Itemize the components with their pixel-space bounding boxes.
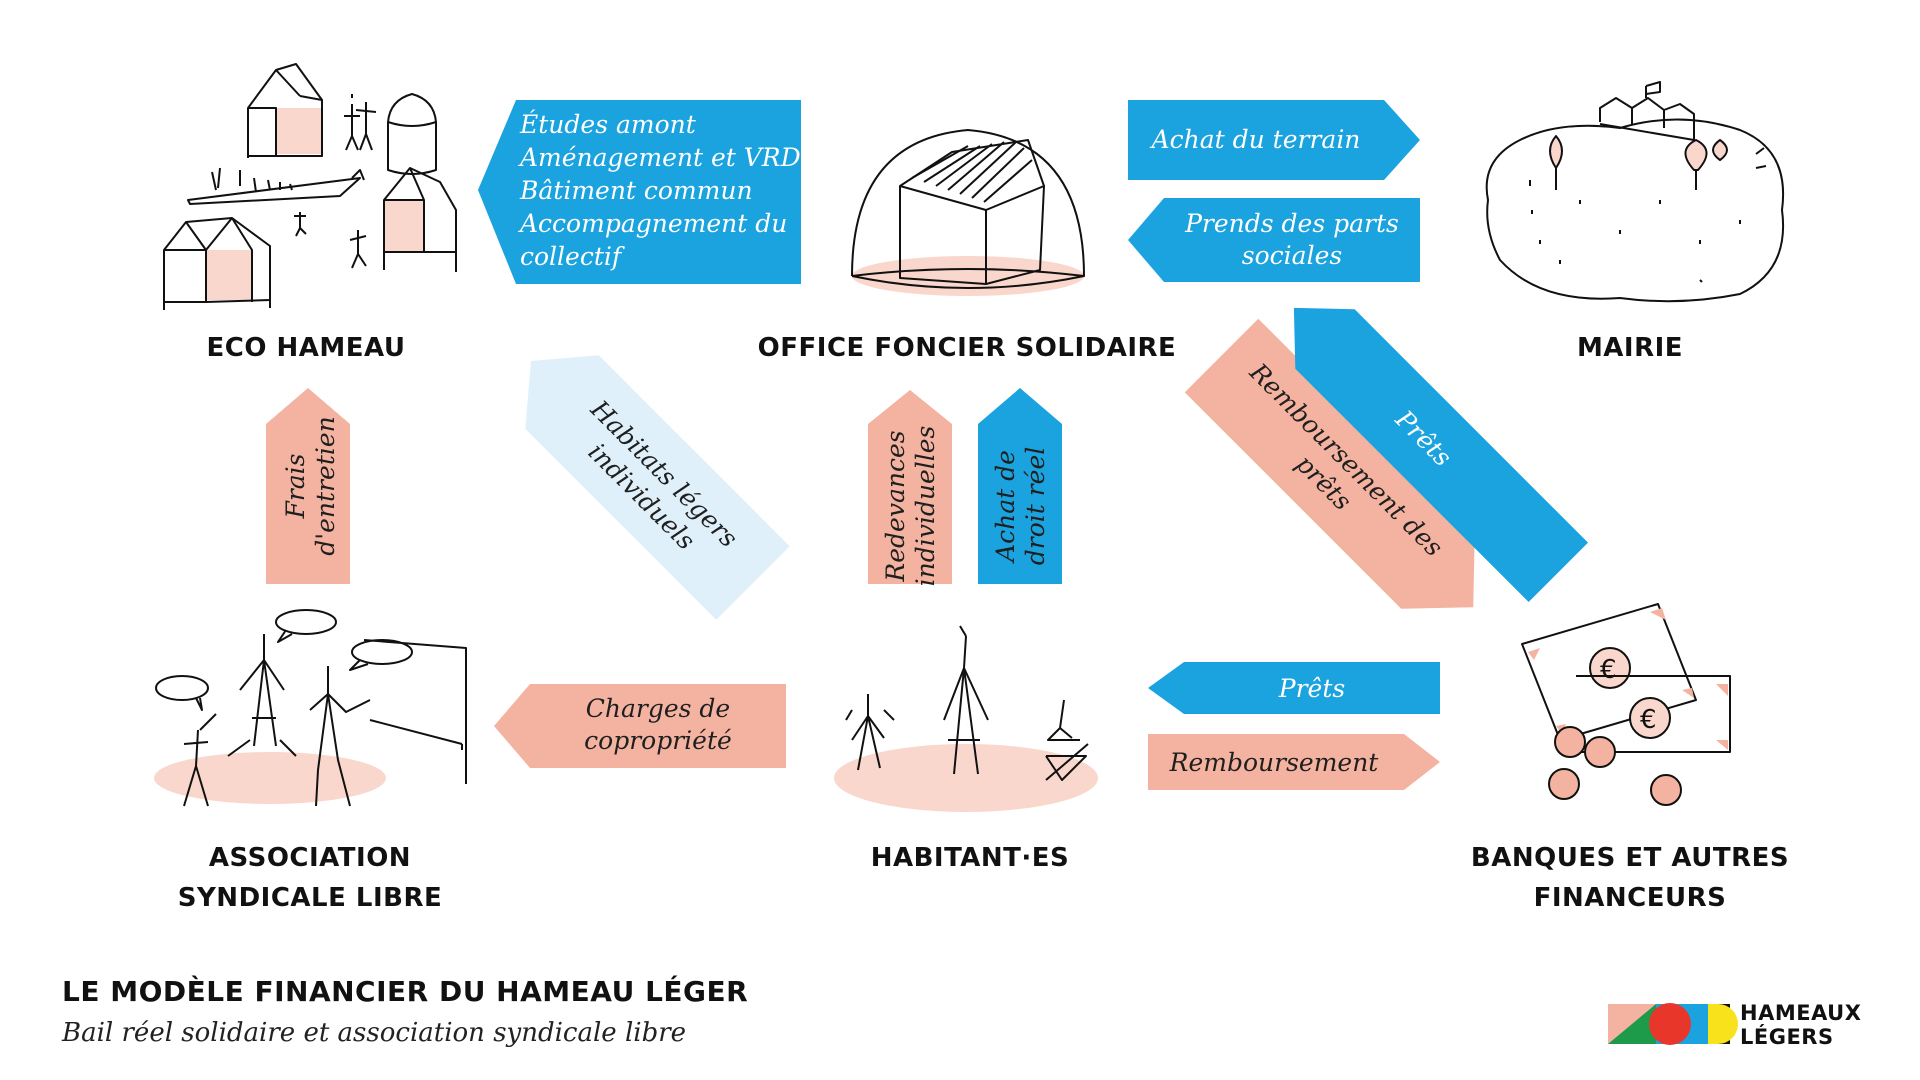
arrow-frais-entretien: Frais d'entretien — [266, 388, 350, 584]
arrow-charges-copropriete: Charges de copropriété — [494, 684, 786, 768]
node-label-asl-line2: SYNDICALE LIBRE — [177, 883, 443, 913]
arrow-parts-sociales: Prends des parts sociales — [1128, 198, 1420, 282]
node-label-eco-hameau: ECO HAMEAU — [206, 333, 406, 363]
arrow-label: Prêts — [1278, 674, 1345, 703]
svg-text:€: € — [1600, 655, 1617, 685]
arrow-label-line: d'entretien — [311, 416, 340, 556]
arrow-label-line: droit réel — [1021, 447, 1050, 566]
arrow-label-line: individuelles — [911, 426, 940, 587]
arrow-label-line: Aménagement et VRD — [518, 143, 801, 172]
node-label-mairie: MAIRIE — [1576, 333, 1684, 363]
arrow-shape — [1128, 100, 1420, 180]
arrow-label-line: Bâtiment commun — [519, 176, 753, 205]
arrow-habitats-legers: Habitats légers individuels — [525, 355, 790, 620]
arrow-redevances: Redevances individuelles — [868, 390, 952, 586]
arrow-label-line: Charges de — [586, 694, 730, 723]
arrow-label: Achat du terrain — [1150, 125, 1361, 154]
arrow-shape — [1128, 198, 1420, 282]
page-subtitle: Bail réel solidaire et association syndi… — [62, 1018, 687, 1048]
node-label-office: OFFICE FONCIER SOLIDAIRE — [757, 333, 1177, 363]
arrow-label-line: Prends des parts — [1184, 209, 1399, 238]
node-mairie: MAIRIE — [1530, 328, 1730, 368]
arrow-shape — [266, 388, 350, 584]
arrow-label-line: Accompagnement du — [518, 209, 787, 238]
arrow-achat-terrain: Achat du terrain — [1128, 100, 1420, 180]
office-dome-house-icon — [851, 129, 1085, 296]
page-title: LE MODÈLE FINANCIER DU HAMEAU LÉGER — [62, 975, 749, 1008]
svg-text:€: € — [1640, 705, 1657, 735]
arrow-label-line: Achat de — [991, 450, 1020, 564]
arrow-shape — [1148, 734, 1440, 790]
arrow-shape — [494, 684, 786, 768]
node-banques-financeurs: BANQUES ET AUTRES FINANCEURS — [1460, 838, 1800, 918]
arrow-shape — [1293, 307, 1589, 603]
eco-hameau-illustration-icon — [163, 63, 457, 310]
arrow-achat-droit-reel: Achat de droit réel — [978, 388, 1062, 584]
arrow-shape — [978, 388, 1062, 584]
arrow-office-to-eco: Études amont Aménagement et VRD Bâtiment… — [478, 100, 801, 284]
arrow-label-line: Redevances — [881, 430, 910, 582]
arrow-shape — [1148, 662, 1440, 714]
node-eco-hameau: ECO HAMEAU — [178, 328, 434, 368]
logo-line2: LÉGERS — [1740, 1025, 1834, 1049]
banknotes-coins-icon: € € — [1521, 603, 1731, 806]
node-habitants: HABITANT·ES — [840, 838, 1100, 878]
arrow-label-line: collectif — [520, 242, 625, 271]
arrow-prets-horizontal: Prêts — [1148, 662, 1440, 714]
asl-meeting-people-icon — [154, 609, 467, 807]
node-label-asl-line1: ASSOCIATION — [208, 843, 412, 873]
arrow-label-line: sociales — [1242, 241, 1342, 270]
node-label-banques-line2: FINANCEURS — [1533, 883, 1727, 913]
arrow-prets-diagonal: Prêts — [1293, 307, 1589, 603]
arrow-label-line: Frais — [281, 453, 310, 519]
mairie-hill-icon — [1485, 81, 1784, 303]
habitants-people-icon — [834, 625, 1098, 812]
node-label-habitants: HABITANT·ES — [870, 843, 1070, 873]
node-association-syndicale-libre: ASSOCIATION SYNDICALE LIBRE — [150, 838, 470, 918]
arrow-label: Remboursement — [1169, 748, 1380, 777]
hameaux-legers-logo-icon — [1608, 1003, 1738, 1045]
arrow-label-line: copropriété — [584, 726, 732, 755]
arrow-shape — [525, 355, 790, 620]
arrow-shape — [478, 100, 801, 284]
logo-line1: HAMEAUX — [1740, 1001, 1862, 1025]
arrow-shape — [1184, 318, 1475, 609]
node-office-foncier-solidaire: OFFICE FONCIER SOLIDAIRE — [722, 328, 1212, 368]
logo-wordmark: HAMEAUX LÉGERS — [1740, 1001, 1861, 1049]
arrow-remboursement: Remboursement — [1148, 734, 1440, 790]
arrow-label-line: Études amont — [519, 110, 697, 139]
arrow-shape — [868, 390, 952, 584]
node-label-banques-line1: BANQUES ET AUTRES — [1470, 843, 1790, 873]
